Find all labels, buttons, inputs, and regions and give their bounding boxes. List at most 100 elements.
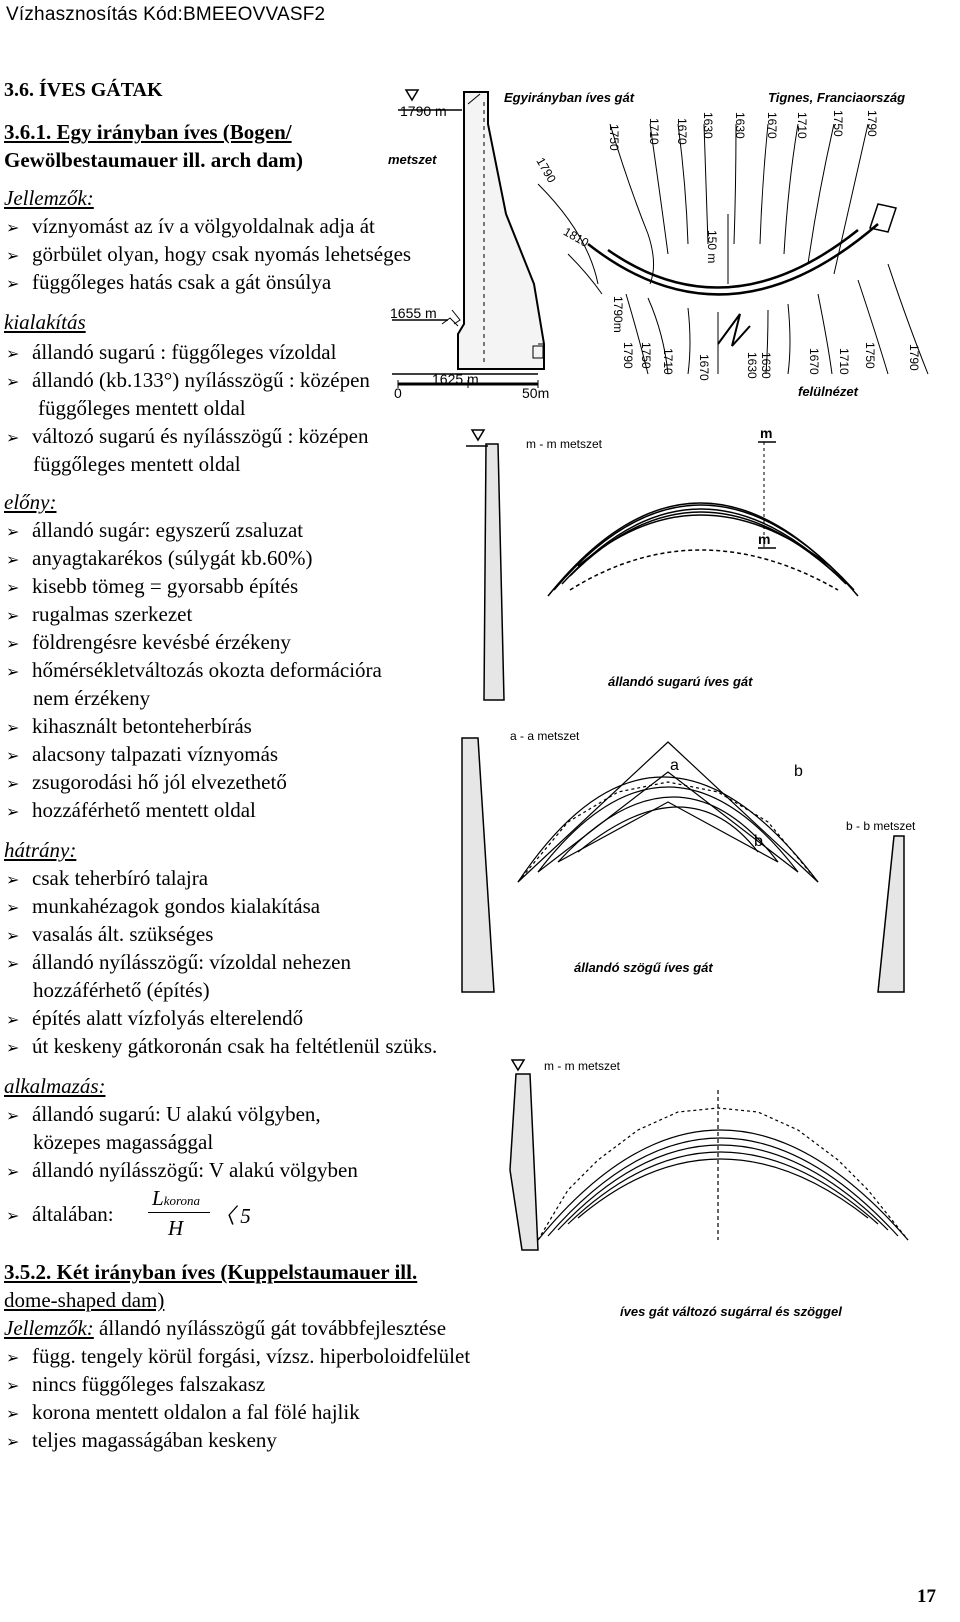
arrow-bullet-icon: ➢ <box>6 246 20 265</box>
formula-subscript: korona <box>163 1193 201 1208</box>
applications-item-1: ➢állandó sugarú: U alakú völgyben, <box>6 1102 321 1126</box>
arrow-bullet-icon: ➢ <box>6 428 20 447</box>
features2-text: állandó nyílásszögű gát továbbfejlesztés… <box>93 1316 447 1340</box>
figure-title: Egyirányban íves gát <box>504 90 635 105</box>
figure-constant-radius: m - m metszet m m állandó sugarú íves gá… <box>458 420 928 710</box>
arrow-bullet-icon: ➢ <box>6 634 20 653</box>
arrow-bullet-icon: ➢ <box>6 344 20 363</box>
arrow-bullet-icon: ➢ <box>6 1376 20 1395</box>
applications-item-2: ➢állandó nyílásszögű: V alakú völgyben <box>6 1158 358 1182</box>
water-level-icon <box>510 1059 526 1072</box>
arrow-bullet-icon: ➢ <box>6 954 20 973</box>
advantages-item-10: ➢hozzáférhető mentett oldal <box>6 798 256 822</box>
features2-item-3: ➢korona mentett oldalon a fal fölé hajli… <box>6 1400 360 1424</box>
contour-top-label: 1630 <box>733 112 747 139</box>
contour-1810: 1810 <box>561 224 591 250</box>
arrow-bullet-icon: ➢ <box>6 718 20 737</box>
arrow-bullet-icon: ➢ <box>6 746 20 765</box>
disadvantages-item-5: ➢építés alatt vízfolyás elterelendő <box>6 1006 304 1030</box>
arrow-bullet-icon: ➢ <box>6 1206 20 1225</box>
figure-tignes-dam: 1790 m 1655 m metszet 0 50m Egyirányban … <box>388 84 956 404</box>
contour-top-label: 1750 <box>831 110 845 137</box>
design-item-3-cont: függőleges mentett oldal <box>33 452 241 476</box>
section-aa-caption: a - a metszet <box>510 729 580 743</box>
design-item-2-cont: függőleges mentett oldal <box>38 396 246 420</box>
contour-bottom-label: 1790 <box>621 342 635 369</box>
arrow-bullet-icon: ➢ <box>6 606 20 625</box>
advantages-item-9: ➢zsugorodási hő jól elvezethető <box>6 770 287 794</box>
arrow-bullet-icon: ➢ <box>6 898 20 917</box>
elevation-1625: 1625 m <box>432 371 479 387</box>
section-mm-caption: m - m metszet <box>526 437 603 451</box>
disadvantages-item-1: ➢csak teherbíró talajra <box>6 866 209 890</box>
arrow-bullet-icon: ➢ <box>6 1010 20 1029</box>
contour-top-label: 1750 <box>607 124 621 151</box>
contour-1790m: 1790m <box>611 296 625 333</box>
applications-item-3: ➢általában: <box>6 1202 114 1226</box>
advantages-item-2: ➢anyagtakarékos (súlygát kb.60%) <box>6 546 313 570</box>
features-label: Jellemzők: <box>4 186 94 210</box>
advantages-item-6: ➢hőmérsékletváltozás okozta deformációra <box>6 658 382 682</box>
advantages-item-6-cont: nem érzékeny <box>33 686 151 710</box>
water-level-icon <box>470 429 486 442</box>
arrow-bullet-icon: ➢ <box>6 1162 20 1181</box>
section-bb-caption: b - b metszet <box>846 819 916 833</box>
arrow-bullet-icon: ➢ <box>6 802 20 821</box>
arrow-bullet-icon: ➢ <box>6 870 20 889</box>
disadvantages-item-6: ➢út keskeny gátkoronán csak ha feltétlen… <box>6 1034 438 1058</box>
arrow-bullet-icon: ➢ <box>6 1432 20 1451</box>
constant-angle-drawing: a - a metszet a b b b - b metszet álland… <box>461 729 916 993</box>
north-arrow-icon <box>717 313 751 347</box>
design-item-1: ➢állandó sugarú : függőleges vízoldal <box>6 340 337 364</box>
tignes-dam-drawing: 1790 m 1655 m metszet 0 50m Egyirányban … <box>388 89 929 401</box>
formula-numerator: L <box>152 1186 164 1210</box>
figure-variable-radius-angle: m - m metszet íves gát változó sugárral … <box>508 1050 928 1370</box>
contour-top-label: 1630 <box>701 112 715 139</box>
disadvantages-item-3: ➢vasalás ált. szükséges <box>6 922 214 946</box>
subsection2-title-line2: dome-shaped dam) <box>4 1288 165 1312</box>
arrow-bullet-icon: ➢ <box>6 274 20 293</box>
arrow-bullet-icon: ➢ <box>6 774 20 793</box>
features2-item-1: ➢függ. tengely körül forgási, vízsz. hip… <box>6 1344 471 1368</box>
disadvantages-item-4-cont: hozzáférhető (építés) <box>33 978 210 1002</box>
subsection-title-line1: 3.6.1. Egy irányban íves (Bogen/ <box>4 120 292 144</box>
disadvantages-item-4: ➢állandó nyílásszögű: vízoldal nehezen <box>6 950 351 974</box>
subsection-title-line2: Gewölbestaumauer ill. arch dam) <box>4 148 304 172</box>
page-number: 17 <box>917 1586 936 1607</box>
elevation-1790: 1790 m <box>400 103 447 119</box>
ratio-formula: Lkorona H 〈 5 <box>146 1186 256 1246</box>
features2-label: Jellemzők: <box>4 1316 94 1340</box>
advantages-item-7: ➢kihasznált betonteherbírás <box>6 714 252 738</box>
arrow-bullet-icon: ➢ <box>6 1404 20 1423</box>
figure3-caption: állandó szögű íves gát <box>574 960 713 975</box>
height-150m: 150 m <box>705 230 719 263</box>
section-mm-caption-2: m - m metszet <box>544 1059 621 1073</box>
arrow-bullet-icon: ➢ <box>6 218 20 237</box>
subsection2-title-line1: 3.5.2. Két irányban íves (Kuppelstaumaue… <box>4 1260 418 1284</box>
scale-50m: 50m <box>522 385 549 401</box>
section-caption: metszet <box>388 152 437 167</box>
contour-top-label: 1670 <box>765 112 779 139</box>
contour-bottom-label: 1670 <box>697 354 711 381</box>
design-item-3: ➢változó sugarú és nyílásszögű : középen <box>6 424 369 448</box>
figure-place: Tignes, Franciaország <box>768 90 905 105</box>
contour-bottom-label: 1750 <box>639 342 653 369</box>
contour-bottom-label: 1630 <box>745 352 759 379</box>
features-item-1: ➢víznyomást az ív a völgyoldalnak adja á… <box>6 214 375 238</box>
arrow-bullet-icon: ➢ <box>6 926 20 945</box>
section-title: 3.6. ÍVES GÁTAK <box>4 79 163 101</box>
design-item-2: ➢állandó (kb.133°) nyílásszögű : középen <box>6 368 370 392</box>
figure-constant-angle: a - a metszet a b b b - b metszet álland… <box>458 712 928 1002</box>
contour-1790-left: 1790 <box>533 155 559 185</box>
advantages-item-3: ➢kisebb tömeg = gyorsabb építés <box>6 574 299 598</box>
arrow-bullet-icon: ➢ <box>6 1038 20 1057</box>
section-mark-b: b <box>754 833 763 850</box>
contour-top-label: 1710 <box>795 112 809 139</box>
features2-item-2: ➢nincs függőleges falszakasz <box>6 1372 266 1396</box>
constant-radius-drawing: m - m metszet m m állandó sugarú íves gá… <box>466 425 859 701</box>
page-header: Vízhasznosítás Kód:BMEEOVVASF2 <box>6 4 326 25</box>
contour-bottom-label: 1630 <box>759 352 773 379</box>
arrow-bullet-icon: ➢ <box>6 550 20 569</box>
water-level-icon <box>404 89 420 102</box>
contour-bottom-label: 1710 <box>837 348 851 375</box>
